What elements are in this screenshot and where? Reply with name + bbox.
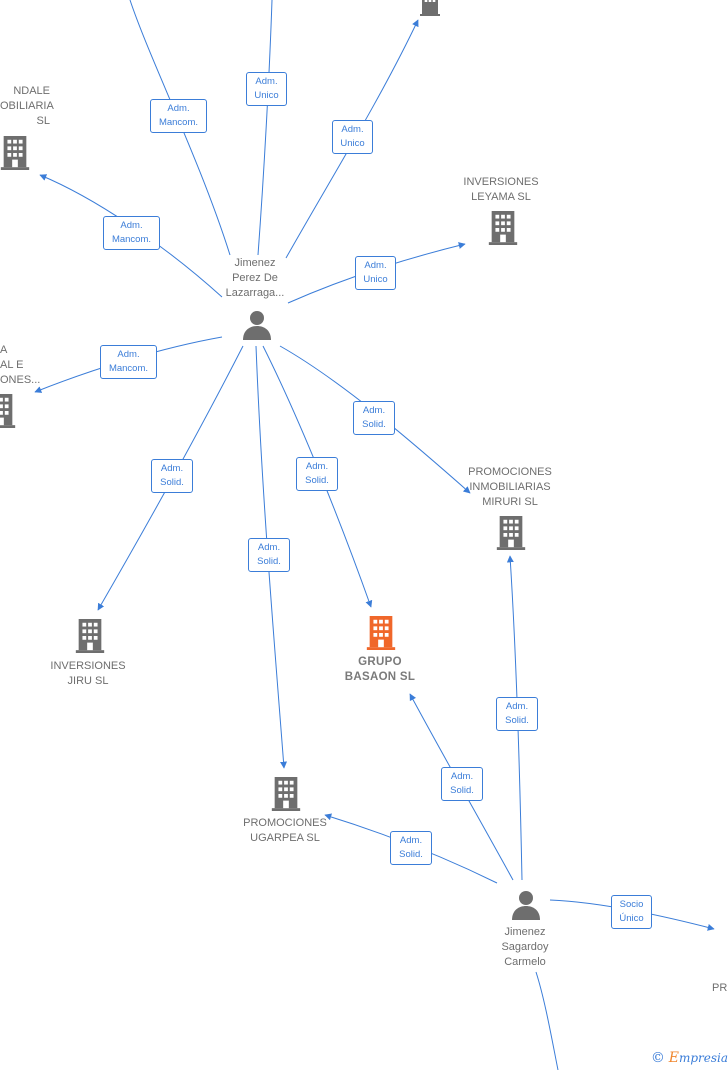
logo-text: mpresia (678, 1051, 728, 1065)
label-line: BASAON SL (344, 671, 416, 683)
badge-line: Adm. (362, 405, 386, 416)
badge-line: Adm. (341, 124, 364, 135)
badge-line: Mancom. (111, 234, 152, 245)
badge-line: Adm. (167, 103, 190, 114)
person-label-lazarraga[interactable]: Jimenez Perez De Lazarraga... (215, 256, 295, 301)
label-line: NDALE (13, 85, 50, 97)
label-line: UGARPEA SL (250, 832, 320, 844)
badge-line: Mancom. (108, 363, 149, 374)
label-line: Jimenez (504, 926, 546, 938)
edge-badge[interactable]: Adm. Mancom. (103, 216, 160, 250)
company-label-jiru[interactable]: INVERSIONES JIRU SL (40, 659, 136, 689)
edge-line (257, 0, 273, 256)
company-label-miruri[interactable]: PROMOCIONES INMOBILIARIAS MIRURI SL (458, 465, 562, 510)
company-label-pr[interactable]: PR (712, 982, 728, 994)
badge-line: Adm. (117, 349, 140, 360)
person-icon[interactable] (511, 890, 541, 920)
badge-line: Unico (363, 274, 388, 285)
company-label-topleft[interactable]: NDALE OBILIARIA SL (0, 84, 54, 129)
label-line: LEYAMA SL (471, 191, 531, 203)
edge-line (535, 971, 559, 1070)
building-icon[interactable] (0, 136, 30, 170)
badge-line: Unico (340, 138, 365, 149)
label-line: ONES... (0, 374, 41, 386)
empresia-logo: © Empresia (651, 1050, 728, 1066)
label-line: INVERSIONES (463, 176, 539, 188)
edge-badge[interactable]: Adm. Solid. (248, 538, 290, 572)
label-line: PROMOCIONES (243, 817, 327, 829)
label-line: SL (36, 115, 50, 127)
label-line: Lazarraga... (225, 287, 285, 299)
label-line: Sagardoy (501, 941, 549, 953)
badge-line: Solid. (362, 419, 386, 430)
company-label-left-mid[interactable]: A AL E ONES... (0, 343, 41, 388)
badge-line: Unico (254, 90, 279, 101)
edge-badge[interactable]: Adm. Unico (246, 72, 287, 106)
label-line: Perez De (232, 272, 278, 284)
badge-line: Solid. (505, 715, 529, 726)
company-label-basaon[interactable]: GRUPO BASAON SL (330, 655, 430, 685)
label-line: A (0, 344, 8, 356)
edge-badge[interactable]: Adm. Mancom. (100, 345, 157, 379)
building-icon[interactable] (0, 394, 16, 428)
building-icon[interactable] (496, 516, 526, 550)
building-icon[interactable] (75, 619, 105, 653)
badge-line: Adm. (399, 835, 423, 846)
edge-badge[interactable]: Adm. Unico (332, 120, 373, 154)
label-line: INVERSIONES (50, 660, 126, 672)
label-line: PROMOCIONES (468, 466, 552, 478)
badge-line: Adm. (364, 260, 387, 271)
person-label-sagardoy[interactable]: Jimenez Sagardoy Carmelo (490, 925, 560, 970)
badge-line: Adm. (255, 76, 278, 87)
badge-line: Adm. (120, 220, 143, 231)
edge-badge[interactable]: Adm. Solid. (496, 697, 538, 731)
company-label-ugarpea[interactable]: PROMOCIONES UGARPEA SL (236, 816, 334, 846)
label-line: AL E (0, 359, 24, 371)
label-line: GRUPO (358, 656, 402, 668)
edge-badge[interactable]: Adm. Solid. (441, 767, 483, 801)
badge-line: Solid. (257, 556, 281, 567)
edge-badge[interactable]: Adm. Solid. (353, 401, 395, 435)
label-line: Carmelo (504, 956, 546, 968)
building-icon[interactable] (488, 211, 518, 245)
logo-initial: E (668, 1050, 679, 1066)
edge-badge[interactable]: Adm. Solid. (390, 831, 432, 865)
badge-line: Adm. (450, 771, 474, 782)
badge-line: Adm. (257, 542, 281, 553)
edge-badge[interactable]: Adm. Mancom. (150, 99, 207, 133)
edge-badge[interactable]: Adm. Solid. (296, 457, 338, 491)
building-icon[interactable] (271, 777, 301, 811)
badge-line: Adm. (305, 461, 329, 472)
badge-line: Adm. (505, 701, 529, 712)
building-icon-highlighted[interactable] (366, 616, 396, 650)
label-line: MIRURI SL (482, 496, 538, 508)
badge-line: Solid. (450, 785, 474, 796)
label-line: JIRU SL (67, 675, 109, 687)
label-line: OBILIARIA (0, 100, 54, 112)
badge-line: Adm. (160, 463, 184, 474)
company-label-leyama[interactable]: INVERSIONES LEYAMA SL (450, 175, 552, 205)
person-icon[interactable] (242, 310, 272, 340)
badge-line: Solid. (305, 475, 329, 486)
copyright-symbol: © (650, 1050, 665, 1066)
edge-badge[interactable]: Adm. Unico (355, 256, 396, 290)
building-icon[interactable] (415, 0, 445, 16)
badge-line: Único (619, 913, 644, 924)
badge-line: Mancom. (158, 117, 199, 128)
label-line: INMOBILIARIAS (469, 481, 551, 493)
badge-line: Socio (619, 899, 644, 910)
label-line: Jimenez (234, 257, 276, 269)
badge-line: Solid. (399, 849, 423, 860)
badge-line: Solid. (160, 477, 184, 488)
edge-badge[interactable]: Adm. Solid. (151, 459, 193, 493)
